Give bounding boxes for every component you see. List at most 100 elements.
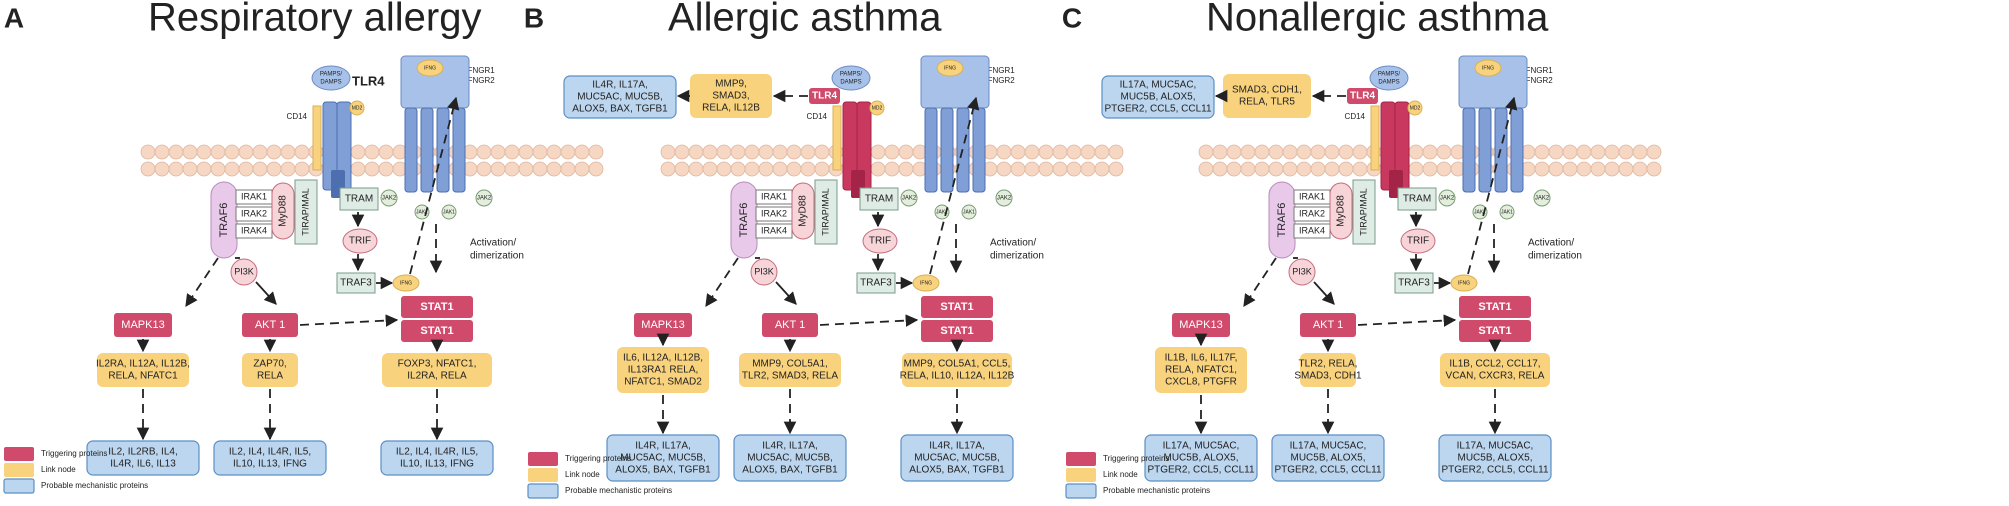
traf6-label: TRAF6 bbox=[218, 203, 230, 238]
tram-label: TRAM bbox=[345, 194, 373, 205]
trif-node bbox=[862, 228, 898, 254]
tirap-label: TIRAP/MAL bbox=[300, 188, 310, 236]
panel-letter: C bbox=[1062, 2, 1082, 33]
tlr4-link-node-text-line: SMAD3, CDH1, bbox=[1232, 85, 1302, 96]
ifngr-chain bbox=[1462, 107, 1476, 193]
membrane-lipid bbox=[1254, 144, 1270, 160]
akt1-mechanistic-text-line: PTGER2, CCL5, CCL11 bbox=[1274, 465, 1382, 476]
stat1-link-node-text-line: FOXP3, NFATC1, bbox=[398, 359, 477, 370]
tlr4-badge bbox=[1347, 88, 1378, 104]
irak-label: IRAK4 bbox=[1299, 225, 1325, 235]
traf6-mapk13-arrow bbox=[185, 257, 219, 308]
ifngr-label: IFNGR1 bbox=[985, 66, 1015, 75]
tlr4-link-node-box bbox=[690, 74, 772, 118]
membrane-lipid bbox=[1066, 144, 1082, 160]
membrane-lipid bbox=[238, 161, 254, 177]
ifngr-chain bbox=[940, 107, 954, 193]
cd14-label: CD14 bbox=[287, 112, 308, 121]
membrane-lipid bbox=[1038, 161, 1054, 177]
traf6-mapk13-arrow bbox=[1243, 257, 1277, 308]
membrane-lipid bbox=[1576, 161, 1592, 177]
tlr4-mechanistic-box bbox=[563, 75, 677, 119]
mapk13-mechanistic-box bbox=[606, 434, 720, 482]
membrane-lipid bbox=[476, 161, 492, 177]
legend-label-triggering: Triggering proteins bbox=[41, 449, 107, 458]
membrane-lipid bbox=[1352, 144, 1368, 160]
membrane-lipid bbox=[280, 161, 296, 177]
tlr4-mechanistic-text-line: IL4R, IL17A, bbox=[592, 80, 648, 91]
membrane-lipid bbox=[1052, 161, 1068, 177]
stat1-mechanistic-text-line: PTGER2, CCL5, CCL11 bbox=[1441, 465, 1549, 476]
stat1-label: STAT1 bbox=[940, 325, 973, 337]
cd14-label: CD14 bbox=[807, 112, 828, 121]
mapk13-link-node-box bbox=[97, 353, 189, 387]
ifng-feedback-arrow bbox=[409, 96, 460, 275]
membrane-lipid bbox=[772, 144, 788, 160]
membrane-lipid bbox=[996, 144, 1012, 160]
membrane-lipid bbox=[688, 161, 704, 177]
legend-label-mechanistic: Probable mechanistic proteins bbox=[1103, 486, 1210, 495]
akt1-label: AKT 1 bbox=[255, 319, 285, 331]
mapk13-label: MAPK13 bbox=[1179, 319, 1222, 331]
stat1-mechanistic-box bbox=[1438, 434, 1552, 482]
irak-label: IRAK1 bbox=[1299, 191, 1325, 201]
membrane-lipid bbox=[1646, 144, 1662, 160]
membrane-lipid bbox=[294, 144, 310, 160]
akt1-link-node-text-line: RELA bbox=[257, 371, 283, 382]
activation-label: Activation/ bbox=[470, 238, 516, 249]
akt1-link-node-box bbox=[739, 353, 841, 387]
mapk13-link-node-text-line: IL6, IL12A, IL12B, bbox=[623, 353, 703, 364]
tlr4-mechanistic-box bbox=[1101, 75, 1215, 119]
legend-swatch-mechanistic bbox=[3, 478, 35, 494]
myd88-label: MyD88 bbox=[1336, 195, 1347, 227]
membrane-lipid bbox=[1436, 161, 1452, 177]
membrane-lipid bbox=[588, 144, 604, 160]
stat1-node bbox=[921, 296, 993, 318]
jak2-label: JAK2 bbox=[997, 196, 1012, 202]
legend-label-triggering: Triggering proteins bbox=[1103, 454, 1169, 463]
tlr4-link-node-box bbox=[1223, 74, 1311, 118]
tlr4-link-node-text-line: RELA, IL12B bbox=[702, 103, 760, 114]
jak1-label: JAK1 bbox=[936, 209, 948, 215]
membrane-lipid bbox=[1282, 144, 1298, 160]
activation-label: dimerization bbox=[470, 251, 524, 262]
membrane-lipid bbox=[378, 161, 394, 177]
stat1-link-node-text-line: MMP9, COL5A1, CCL5, bbox=[904, 359, 1011, 370]
membrane-lipid bbox=[688, 144, 704, 160]
membrane-lipid bbox=[1212, 144, 1228, 160]
membrane-lipid bbox=[758, 144, 774, 160]
mapk13-mechanistic-box bbox=[86, 440, 200, 476]
ifng-label: IFNG bbox=[424, 65, 436, 71]
membrane-lipid bbox=[504, 144, 520, 160]
membrane-lipid bbox=[674, 144, 690, 160]
membrane-lipid bbox=[1240, 144, 1256, 160]
membrane-lipid bbox=[800, 161, 816, 177]
stat1-node bbox=[1459, 320, 1531, 342]
tirap-node bbox=[1352, 179, 1376, 245]
ifng-label: IFNG bbox=[944, 65, 956, 71]
irak-label: IRAK2 bbox=[1299, 208, 1325, 218]
membrane-lipid bbox=[1590, 161, 1606, 177]
md2-label: MD2 bbox=[1410, 105, 1421, 111]
stat1-mechanistic-text-line: MUC5B, ALOX5, bbox=[1457, 453, 1532, 464]
akt1-mechanistic-text-line: IL2, IL4, IL4R, IL5, bbox=[229, 447, 311, 458]
membrane-lipid bbox=[1198, 144, 1214, 160]
irak-label: IRAK1 bbox=[241, 191, 267, 201]
legend-swatch-link bbox=[1066, 468, 1096, 482]
legend-label-mechanistic: Probable mechanistic proteins bbox=[565, 486, 672, 495]
stat1-node bbox=[921, 320, 993, 342]
membrane-lipid bbox=[898, 161, 914, 177]
membrane-lipid bbox=[1080, 144, 1096, 160]
membrane-lipid bbox=[1408, 161, 1424, 177]
mechanistic-nodes: IL4R, IL17A,MUC5AC, MUC5B,ALOX5, BAX, TG… bbox=[606, 389, 1014, 482]
membrane-lipid bbox=[1576, 144, 1592, 160]
membrane-lipid bbox=[1618, 161, 1634, 177]
akt1-link-node-box bbox=[1300, 353, 1356, 387]
jak2-icon bbox=[475, 189, 493, 207]
jak2-label: JAK2 bbox=[902, 196, 917, 202]
stat1-label: STAT1 bbox=[420, 325, 453, 337]
legend-label-triggering: Triggering proteins bbox=[565, 454, 631, 463]
ifngr-label: IFNGR2 bbox=[465, 76, 495, 85]
